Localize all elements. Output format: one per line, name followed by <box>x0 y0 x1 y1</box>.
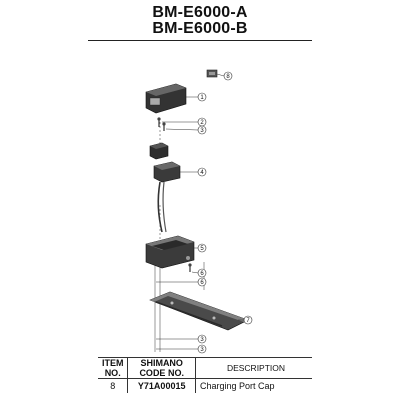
part-2-3-screws <box>157 117 166 131</box>
row-description: Charging Port Cap <box>199 381 275 391</box>
svg-text:6: 6 <box>200 271 204 277</box>
part-4-port-cable <box>153 161 181 233</box>
svg-text:3: 3 <box>200 337 204 343</box>
part-5-lower-housing <box>145 235 195 269</box>
row-code-no: Y71A00015 <box>127 378 196 393</box>
part-8-charging-port-cap <box>206 69 218 78</box>
header-code-no: SHIMANO CODE NO. <box>127 357 196 379</box>
guide-lines <box>154 118 205 352</box>
callouts: 8 1 2 3 4 5 6 6 <box>197 71 253 354</box>
connector-block <box>149 142 169 160</box>
table-header-row: ITEM NO. SHIMANO CODE NO. DESCRIPTION <box>98 357 312 379</box>
part-1-top-cover <box>145 83 187 114</box>
parts-table: ITEM NO. SHIMANO CODE NO. DESCRIPTION 8 … <box>98 357 312 393</box>
part-7-mounting-rail <box>149 291 249 331</box>
callout-3-lower: 3 <box>197 344 207 354</box>
row-item-no: 8 <box>110 381 116 391</box>
svg-text:8: 8 <box>226 74 230 80</box>
callout-7: 7 <box>243 315 253 325</box>
svg-text:6: 6 <box>200 280 204 286</box>
header-item-line2: NO. <box>104 368 121 378</box>
callout-3-middle: 3 <box>197 334 207 344</box>
svg-text:3: 3 <box>200 128 204 134</box>
model-name-b: BM-E6000-B <box>152 20 248 37</box>
model-name-a: BM-E6000-A <box>152 4 248 21</box>
part-6-screws <box>188 263 192 272</box>
callout-8: 8 <box>223 71 233 81</box>
header-divider <box>88 40 312 41</box>
svg-text:3: 3 <box>200 347 204 353</box>
header-item-line1: ITEM <box>101 358 124 368</box>
table-row: 8 Y71A00015 Charging Port Cap <box>98 378 312 393</box>
header-code-line1: SHIMANO <box>140 358 183 368</box>
callout-6-upper: 6 <box>197 268 207 278</box>
header-item-no: ITEM NO. <box>98 358 128 379</box>
callout-2: 2 <box>197 117 207 127</box>
callout-1: 1 <box>197 92 207 102</box>
svg-text:4: 4 <box>200 170 204 176</box>
svg-text:7: 7 <box>246 318 250 324</box>
header-code-line2: CODE NO. <box>139 368 184 378</box>
svg-text:5: 5 <box>200 246 204 252</box>
callout-6-lower: 6 <box>197 277 207 287</box>
svg-text:1: 1 <box>200 95 204 101</box>
callout-4: 4 <box>197 167 207 177</box>
leader-lines <box>156 73 244 350</box>
svg-text:2: 2 <box>200 120 204 126</box>
header-description: DESCRIPTION <box>226 363 286 373</box>
callout-5: 5 <box>197 243 207 253</box>
exploded-parts-diagram: 8 1 2 3 4 5 6 6 <box>145 69 253 354</box>
callout-3-upper: 3 <box>197 125 207 135</box>
